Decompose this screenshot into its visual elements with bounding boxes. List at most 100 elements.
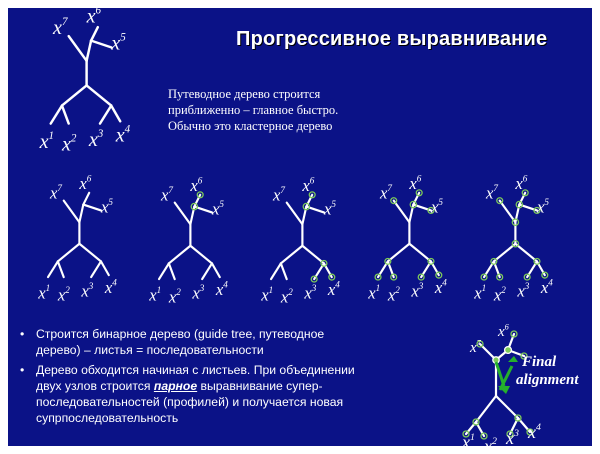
bullet-list: • Строится бинарное дерево (guide tree, … xyxy=(16,326,426,430)
leaf-label: x3 xyxy=(516,281,529,300)
leaf-label: x2 xyxy=(168,287,181,306)
tree-edge xyxy=(157,262,170,281)
leaf-label: x6 xyxy=(86,8,102,28)
tree-edge xyxy=(60,104,70,125)
tree-node xyxy=(374,273,382,281)
leaf-label: x3 xyxy=(303,283,316,302)
tree-edge xyxy=(78,203,85,224)
intro-line: Обычно это кластерное дерево xyxy=(168,119,333,133)
tree-edge xyxy=(167,262,176,281)
bullet-marker: • xyxy=(20,363,25,377)
leaf-label: x1 xyxy=(37,283,50,302)
tree-edge xyxy=(412,191,421,206)
leaf-label: x2 xyxy=(61,132,77,155)
leaf-label: x3 xyxy=(80,281,93,300)
leaf-label: x2 xyxy=(280,287,293,306)
bullet-line: Строится бинарное дерево (guide tree, пу… xyxy=(36,327,325,341)
leaf-label: x3 xyxy=(191,283,204,302)
tree-node xyxy=(190,202,199,211)
tree-edge xyxy=(474,394,498,424)
bullet-marker: • xyxy=(20,327,25,341)
slide: Прогрессивное выравнивание Путеводное де… xyxy=(8,8,592,446)
tree-node xyxy=(196,191,204,199)
leaf-label: x2 xyxy=(493,285,506,304)
bullet-item: • Дерево обходится начиная с листьев. Пр… xyxy=(16,362,426,426)
leaf-label: x4 xyxy=(540,277,553,296)
leaf-label: x6 xyxy=(497,322,510,340)
tree-node xyxy=(520,352,528,360)
tree-edge xyxy=(49,104,64,125)
tree-node xyxy=(384,257,392,265)
tree-edge xyxy=(85,39,93,63)
leaf-label: x2 xyxy=(387,285,400,304)
leaf-label: x7 xyxy=(52,16,68,39)
tree-node xyxy=(490,257,498,265)
leaf-label: x1 xyxy=(260,285,273,304)
bullet-line: супрпоследовательность xyxy=(36,411,179,425)
tree-edge xyxy=(193,193,202,208)
tree-edge xyxy=(167,244,192,265)
guide-tree: x1 x2 x3 x4 x7 x6 x5 xyxy=(39,8,131,155)
emphasis-pairwise: парное xyxy=(153,379,198,393)
tree-node xyxy=(472,418,480,426)
leaf-label: x3 xyxy=(88,128,104,151)
tree-node xyxy=(417,273,425,281)
tree-edge xyxy=(498,199,517,224)
final-alignment-label: Final xyxy=(521,354,557,370)
tree-edge xyxy=(82,191,91,206)
tree-edge xyxy=(494,394,520,420)
tree-node xyxy=(328,273,336,281)
leaf-label: x6 xyxy=(78,173,91,192)
tree-edge xyxy=(90,260,103,279)
bullet-line: последовательностей (профилей) и получае… xyxy=(36,395,344,409)
tree-node xyxy=(409,200,418,209)
tree-edge xyxy=(305,193,314,208)
leaf-label: x7 xyxy=(49,183,62,202)
tree-node xyxy=(526,428,534,436)
tree-node xyxy=(480,273,488,281)
tree-node xyxy=(514,414,522,422)
tree-node xyxy=(476,340,484,348)
leaf-label: x4 xyxy=(115,123,131,146)
leaf-label: x5 xyxy=(110,32,126,55)
tree-edge xyxy=(85,84,113,107)
tree-edge xyxy=(201,262,214,281)
tree-edge xyxy=(46,260,59,279)
tree-edge xyxy=(89,25,100,42)
leaf-label: x7 xyxy=(469,338,482,356)
intro-line: приближенно – главное быстро. xyxy=(168,103,339,117)
bullet-line: Дерево обходится начиная с листьев. При … xyxy=(36,363,355,377)
tree-node xyxy=(310,275,318,283)
tree-edge xyxy=(301,244,326,265)
leaf-label: x3 xyxy=(505,428,519,446)
leaf-label: x5 xyxy=(100,197,113,216)
leaf-label: x3 xyxy=(410,281,423,300)
bullet-line: дерево) – листья = последовательности xyxy=(36,343,264,357)
tree-edge xyxy=(82,203,103,212)
tree-edge xyxy=(56,260,65,279)
tree-edge xyxy=(78,242,103,263)
tree-node xyxy=(511,239,520,248)
tree-edge xyxy=(173,201,192,226)
tree-node xyxy=(541,271,549,279)
leaf-label: x4 xyxy=(104,277,117,296)
leaf-label: x4 xyxy=(527,422,541,442)
leaf-label: x1 xyxy=(39,130,55,153)
tree-node xyxy=(510,330,518,338)
tree-edge xyxy=(98,104,113,125)
tree-edge xyxy=(56,242,81,263)
leaf-label: x5 xyxy=(323,199,336,218)
bullet-item: • Строится бинарное дерево (guide tree, … xyxy=(16,326,426,358)
tree-node xyxy=(427,257,435,265)
tree-edge xyxy=(269,262,282,281)
leaf-label: x1 xyxy=(367,283,380,302)
tree-edge xyxy=(210,262,221,279)
tree-node xyxy=(533,206,541,215)
tree-node xyxy=(415,189,423,197)
bullet-line: двух узлов строится парное выравнивание … xyxy=(36,379,323,393)
tree-edge xyxy=(392,199,411,224)
tree-node xyxy=(521,189,529,197)
